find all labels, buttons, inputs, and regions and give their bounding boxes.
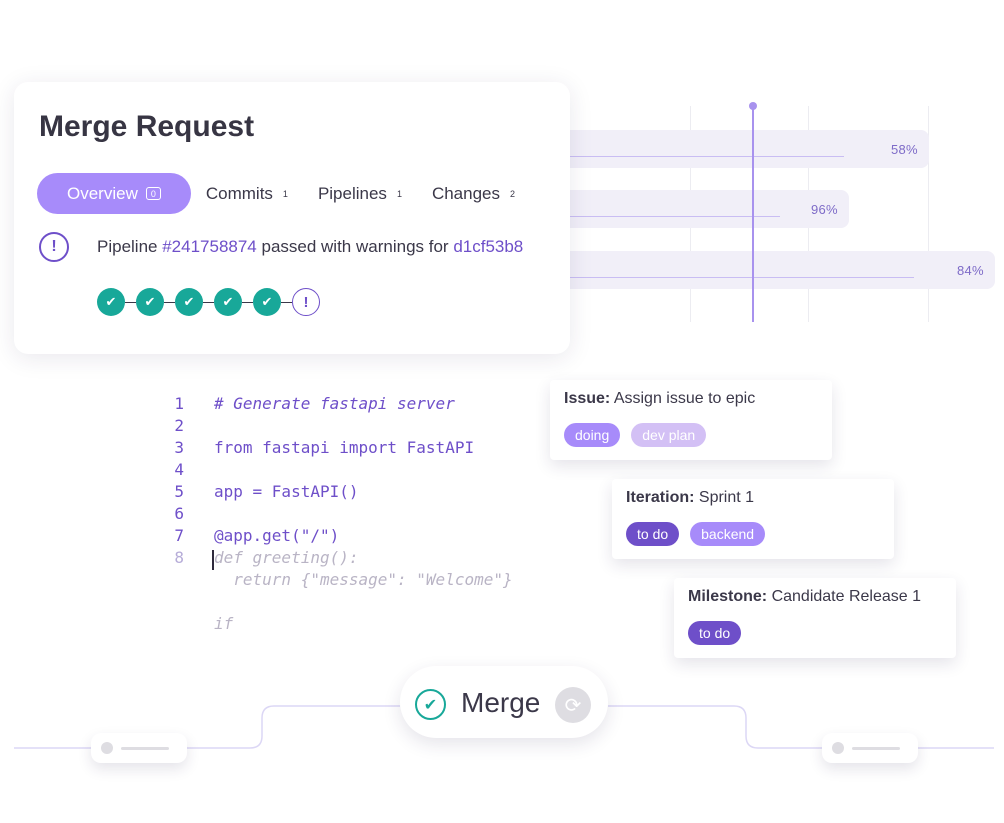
bar-0: 58% xyxy=(560,130,929,168)
label-chip-to-do[interactable]: to do xyxy=(626,522,680,546)
tab-overview[interactable]: Overview 0 xyxy=(37,173,191,214)
tab-commits[interactable]: Commits 1 xyxy=(206,184,288,204)
node-placeholder xyxy=(852,747,900,750)
pipeline-id-link[interactable]: #241758874 xyxy=(162,237,257,256)
issue-labels: doing dev plan xyxy=(564,423,717,447)
line-number: 2 xyxy=(174,416,184,435)
pipeline-stages: ✔ ✔ ✔ ✔ ✔ ! xyxy=(97,288,320,316)
line-number: 8 xyxy=(174,548,184,567)
pipeline-prefix: Pipeline xyxy=(97,237,163,256)
merge-flow-lines xyxy=(14,705,994,749)
code-text: app = FastAPI() xyxy=(214,482,359,501)
iteration-value: Sprint 1 xyxy=(694,489,755,506)
stage-passed-icon[interactable]: ✔ xyxy=(97,288,125,316)
label-chip-backend[interactable]: backend xyxy=(690,522,766,546)
tab-commits-label: Commits xyxy=(205,183,273,203)
label-chip-to-do[interactable]: to do xyxy=(688,621,742,645)
tab-commits-count: 1 xyxy=(282,188,288,199)
iteration-labels: to do backend xyxy=(626,522,776,546)
issue-value: Assign issue to epic xyxy=(610,390,756,407)
node-placeholder xyxy=(121,747,169,750)
line-number: 5 xyxy=(174,482,184,501)
stage-passed-icon[interactable]: ✔ xyxy=(175,288,203,316)
stage-connector xyxy=(125,301,136,303)
merge-label: Merge xyxy=(461,687,541,718)
stage-warning-icon[interactable]: ! xyxy=(292,288,320,316)
line-number: 6 xyxy=(174,504,184,523)
bar-0-label: 58% xyxy=(891,142,918,157)
stage-connector xyxy=(203,301,214,303)
line-number: 1 xyxy=(174,394,184,413)
page-title: Merge Request xyxy=(39,110,255,143)
node-dot xyxy=(101,742,113,754)
milestone-title: Milestone: Candidate Release 1 xyxy=(688,588,921,606)
progress-chart: 58% 96% 84% xyxy=(0,0,1004,330)
code-text: # Generate fastapi server xyxy=(214,394,455,413)
tab-pipelines-label: Pipelines xyxy=(317,183,387,203)
merge-request-card: Merge Request Overview 0 Commits 1 Pipel… xyxy=(14,82,570,354)
code-suggestion: def greeting(): xyxy=(214,548,359,567)
merge-button[interactable]: ✔ Merge ⟳ xyxy=(400,666,608,738)
stage-passed-icon[interactable]: ✔ xyxy=(136,288,164,316)
stage-connector xyxy=(242,301,253,303)
pipeline-status: ! Pipeline #241758874 passed with warnin… xyxy=(39,232,523,262)
label-chip-doing[interactable]: doing xyxy=(564,423,621,447)
chart-marker-handle[interactable] xyxy=(749,102,757,110)
stage-passed-icon[interactable]: ✔ xyxy=(253,288,281,316)
issue-title: Issue: Assign issue to epic xyxy=(564,390,755,408)
tab-changes[interactable]: Changes 2 xyxy=(432,184,515,204)
stage-passed-icon[interactable]: ✔ xyxy=(214,288,242,316)
chart-marker-line[interactable] xyxy=(752,106,754,322)
tab-changes-count: 2 xyxy=(510,188,516,199)
text-cursor xyxy=(212,550,214,570)
iteration-card[interactable]: Iteration: Sprint 1 to do backend xyxy=(612,479,894,559)
iteration-label: Iteration: xyxy=(626,489,695,506)
issue-label: Issue: xyxy=(564,390,611,407)
bar-0-line xyxy=(560,156,845,157)
label-chip-dev-plan[interactable]: dev plan xyxy=(631,423,707,447)
commit-sha-link[interactable]: d1cf53b8 xyxy=(453,237,524,256)
issue-card[interactable]: Issue: Assign issue to epic doing dev pl… xyxy=(550,380,832,460)
bar-2-line xyxy=(560,277,914,278)
line-number: 7 xyxy=(174,526,184,545)
pipeline-message: Pipeline #241758874 passed with warnings… xyxy=(97,237,523,257)
milestone-label: Milestone: xyxy=(688,588,768,605)
stage-connector xyxy=(164,301,175,303)
gridline xyxy=(928,106,929,322)
code-suggestion: if xyxy=(214,614,234,633)
bar-2: 84% xyxy=(560,251,995,289)
tab-bar: Overview 0 Commits 1 Pipelines 1 Changes… xyxy=(37,173,545,214)
node-dot xyxy=(832,742,844,754)
milestone-labels: to do xyxy=(688,621,752,645)
bar-1-line xyxy=(560,216,781,217)
tab-pipelines-count: 1 xyxy=(396,188,402,199)
check-circle-icon: ✔ xyxy=(415,689,446,720)
source-branch-node xyxy=(91,733,187,763)
tab-overview-label: Overview xyxy=(67,183,138,203)
pipeline-middle: passed with warnings for xyxy=(256,237,454,256)
line-number: 4 xyxy=(174,460,184,479)
warning-icon: ! xyxy=(39,232,69,262)
tab-changes-label: Changes xyxy=(431,183,501,203)
bar-1-label: 96% xyxy=(811,202,838,217)
milestone-value: Candidate Release 1 xyxy=(767,588,922,605)
tab-overview-count: 0 xyxy=(145,187,161,200)
bar-2-label: 84% xyxy=(957,263,984,278)
tab-pipelines[interactable]: Pipelines 1 xyxy=(318,184,402,204)
code-text: from fastapi import FastAPI xyxy=(214,438,475,457)
target-branch-node xyxy=(822,733,918,763)
stage-connector xyxy=(281,301,292,303)
bar-1: 96% xyxy=(560,190,849,228)
sync-icon[interactable]: ⟳ xyxy=(555,687,591,723)
code-text: @app.get("/") xyxy=(214,526,340,545)
iteration-title: Iteration: Sprint 1 xyxy=(626,489,754,507)
line-number: 3 xyxy=(174,438,184,457)
code-suggestion: return {"message": "Welcome"} xyxy=(214,570,513,589)
milestone-card[interactable]: Milestone: Candidate Release 1 to do xyxy=(674,578,956,658)
